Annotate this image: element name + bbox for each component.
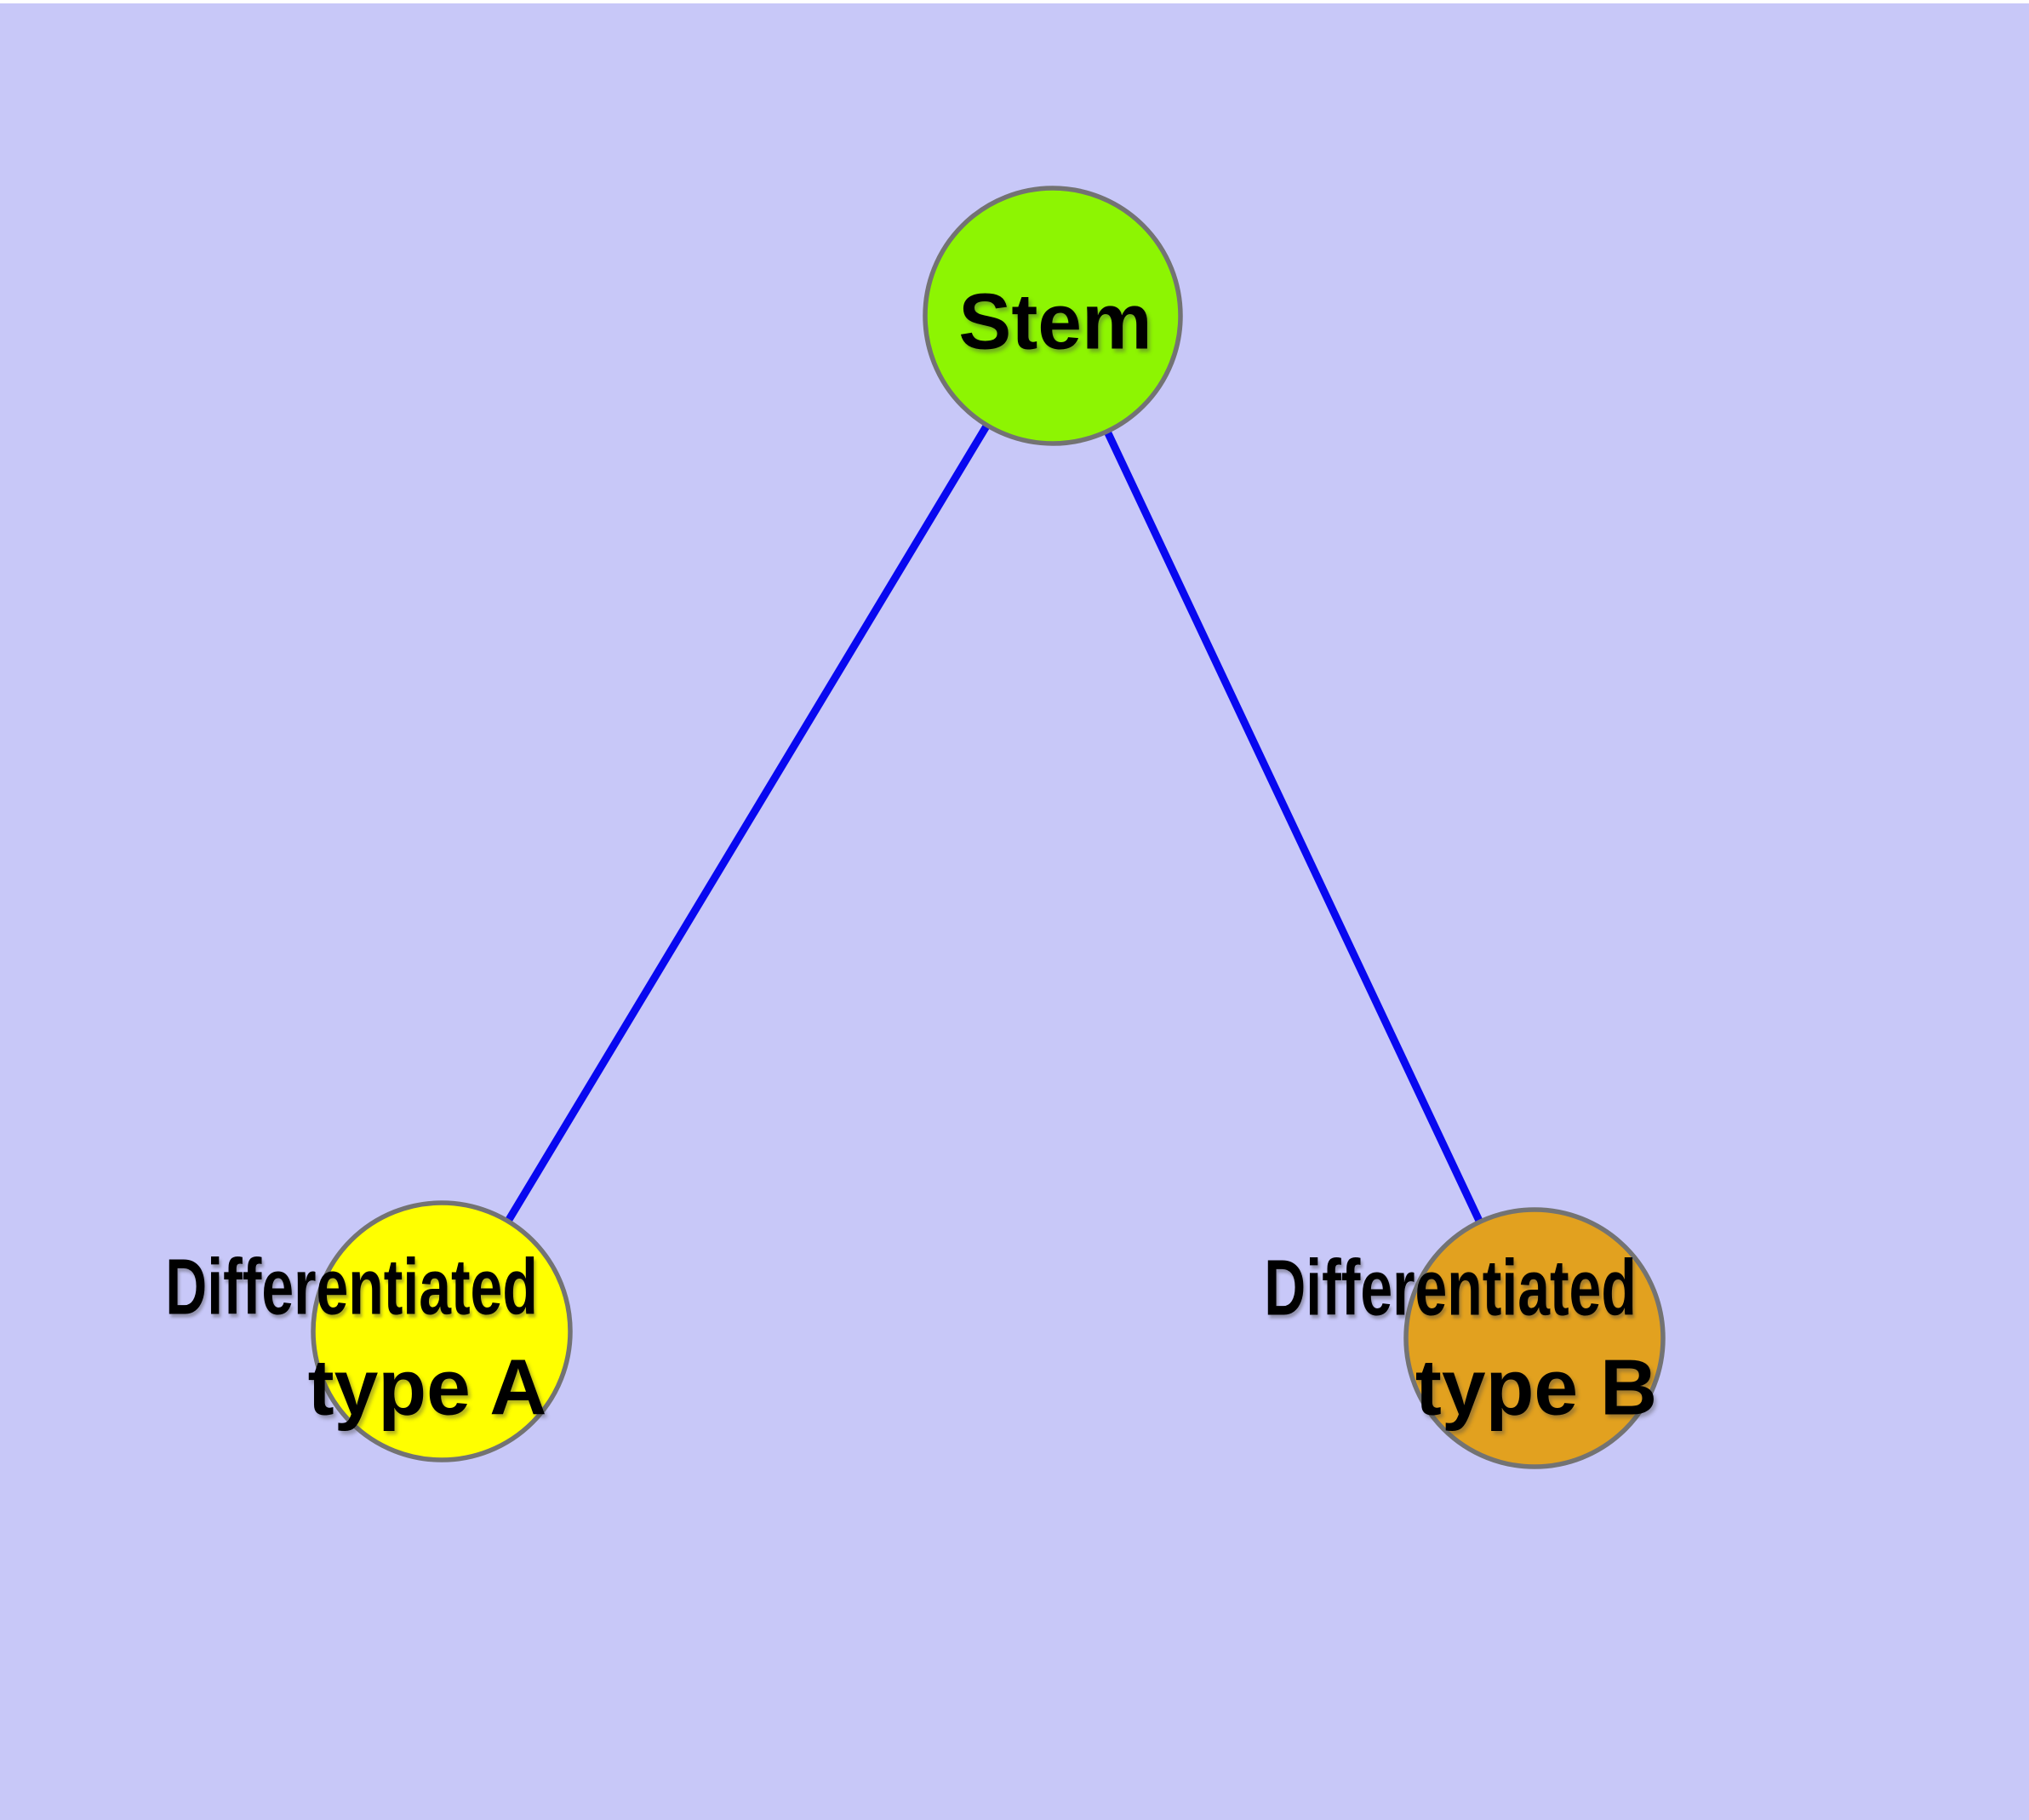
node-type-a-circle <box>311 1200 573 1462</box>
node-type-a-label-line2: type A <box>307 1342 547 1432</box>
node-type-b-circle <box>1403 1207 1666 1469</box>
node-stem-label: Stem <box>958 277 1152 366</box>
node-type-b-label-line1: Differentiated <box>1264 1243 1637 1332</box>
node-type-a-label-line1: Differentiated <box>165 1242 538 1331</box>
edge-stem-to-type-b <box>1049 314 1539 1340</box>
top-strip <box>0 0 2029 3</box>
node-stem-circle <box>923 186 1183 446</box>
node-type-b-label-line2: type B <box>1415 1342 1658 1432</box>
edge-stem-to-type-a <box>438 313 1056 1334</box>
